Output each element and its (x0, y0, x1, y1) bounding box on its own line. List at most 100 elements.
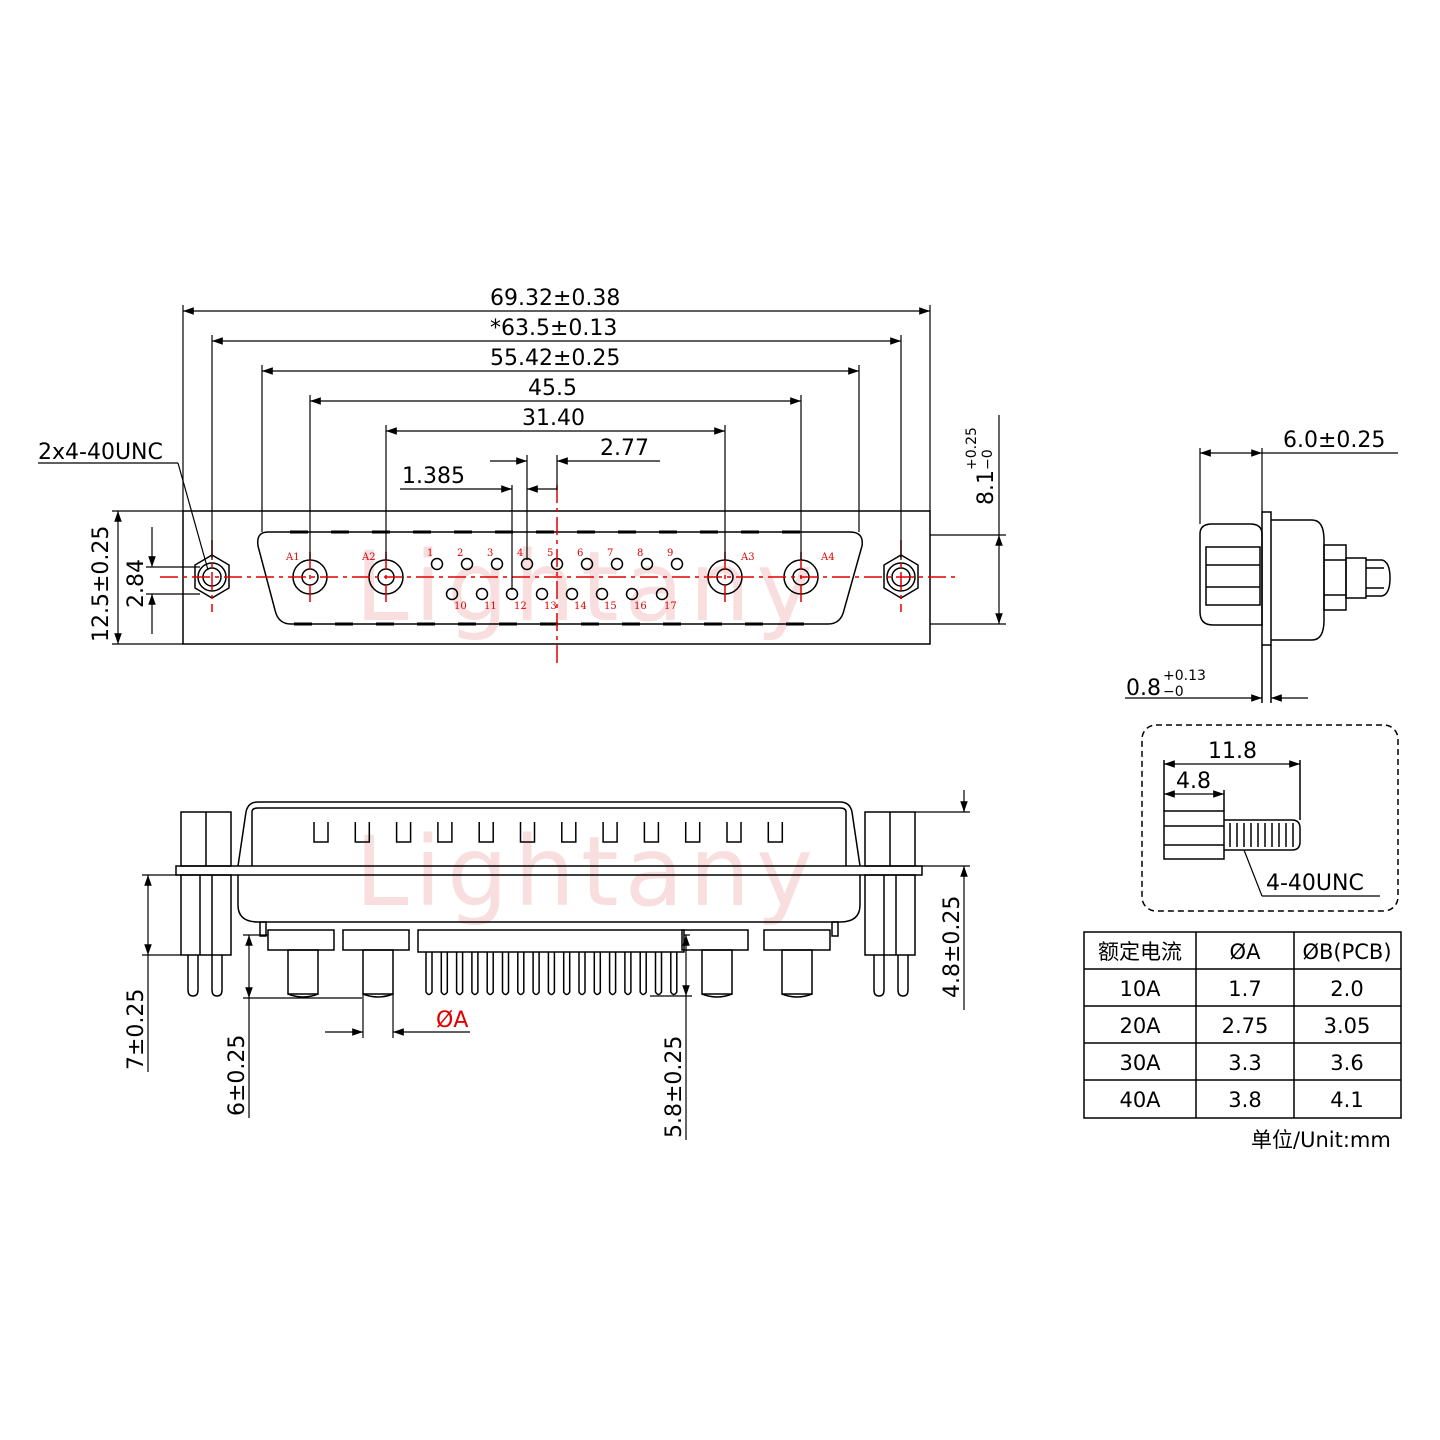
pin-label-4: 4 (517, 548, 523, 559)
dim-screw-thread: 4-40UNC (1266, 871, 1364, 896)
dim-coax-height: 6±0.25 (225, 1035, 250, 1116)
watermark-bottom: Lightany (355, 816, 819, 928)
pin-7 (610, 557, 624, 571)
pin-label-13: 13 (544, 601, 557, 612)
front-pin (532, 952, 540, 996)
front-pin (593, 952, 602, 996)
dim-pin-pitch: 2.77 (600, 436, 649, 461)
pin-9 (670, 557, 684, 571)
front-pin (562, 952, 571, 996)
dim-a2-a3: 31.40 (522, 406, 585, 431)
pin-label-8: 8 (637, 548, 643, 559)
pin-1 (430, 557, 444, 571)
front-pin (578, 952, 586, 996)
front-pin (501, 952, 510, 996)
pin-label-14: 14 (574, 601, 587, 612)
front-slot (395, 822, 412, 843)
table-cell: 30A (1119, 1051, 1161, 1075)
dim-screw-head: 4.8 (1176, 769, 1211, 794)
pin-10 (445, 587, 459, 601)
front-slot (726, 822, 742, 843)
pin-row-1 (430, 557, 684, 571)
front-pin (440, 952, 449, 996)
shell-ticks (290, 530, 804, 626)
dim-depth: 8.1 (974, 470, 999, 505)
table-header: ØA (1230, 940, 1262, 964)
front-slot (354, 822, 371, 843)
pin-label-16: 16 (634, 601, 647, 612)
front-pin (471, 952, 479, 996)
dim-depth-tol-minus: −0 (980, 449, 996, 470)
coax-label-a1: A1 (285, 552, 300, 563)
pin-label-6: 6 (577, 548, 583, 559)
pin-2 (460, 557, 474, 571)
dim-a1-a4: 45.5 (528, 376, 577, 401)
table-cell: 10A (1119, 977, 1161, 1001)
front-slot (519, 822, 536, 843)
front-pin (455, 952, 464, 996)
pin-label-3: 3 (487, 548, 493, 559)
dim-screw-length: 11.8 (1208, 739, 1257, 764)
table-cell: 1.7 (1228, 977, 1261, 1001)
pin-15 (595, 587, 609, 601)
pin-label-2: 2 (457, 548, 463, 559)
front-slot (561, 822, 577, 843)
front-slot (313, 822, 329, 843)
dim-screw-spec: 2x4-40UNC (38, 440, 163, 465)
front-slots (313, 822, 784, 843)
front-pins (425, 952, 678, 996)
pin-14 (565, 587, 579, 601)
center-lines (160, 485, 955, 665)
dim-shell: 55.42±0.25 (490, 346, 620, 371)
watermark-top: Lightany (355, 531, 819, 643)
front-pin (608, 952, 617, 996)
front-pin (670, 952, 678, 996)
front-slot (602, 822, 618, 843)
pin-8 (640, 557, 654, 571)
table-cell: 3.6 (1330, 1051, 1363, 1075)
table-cell: 3.05 (1324, 1014, 1371, 1038)
dim-flange-tol-plus: +0.13 (1163, 668, 1206, 684)
dim-overall: 69.32±0.38 (490, 286, 620, 311)
front-dimensions (142, 790, 970, 1140)
dim-flange: 0.8 (1126, 676, 1161, 701)
dim-diameter-a: ØA (436, 1008, 468, 1033)
dim-mount-pitch: *63.5±0.13 (490, 316, 617, 341)
top-dimensions (38, 305, 1006, 645)
pin-11 (475, 587, 489, 601)
front-view (175, 801, 923, 998)
table-cell: 40A (1119, 1088, 1161, 1112)
table-header: 额定电流 (1098, 940, 1182, 964)
pin-label-10: 10 (454, 601, 467, 612)
pin-label-1: 1 (427, 548, 433, 559)
dim-depth-tol-plus: +0.25 (964, 427, 980, 470)
table-cell: 3.3 (1228, 1051, 1261, 1075)
dim-side-width: 6.0±0.25 (1283, 428, 1385, 453)
table-cell: 20A (1119, 1014, 1161, 1038)
pin-label-9: 9 (667, 548, 673, 559)
front-pin (486, 952, 494, 996)
unit-label: 单位/Unit:mm (1251, 1128, 1391, 1152)
current-table (1083, 931, 1402, 1119)
side-dimensions (1125, 448, 1398, 702)
front-pin (517, 952, 525, 996)
coax-label-a2: A2 (361, 552, 376, 563)
dim-row-spacing: 2.84 (124, 559, 149, 608)
dim-half-pitch: 1.385 (402, 464, 465, 489)
pin-label-17: 17 (664, 601, 677, 612)
front-pin (624, 952, 632, 996)
table-cell: 3.8 (1228, 1088, 1261, 1112)
front-slot (767, 822, 784, 843)
pin-label-15: 15 (604, 601, 617, 612)
pin-label-12: 12 (514, 601, 527, 612)
dim-height: 12.5±0.25 (89, 526, 114, 642)
front-slot (684, 822, 701, 843)
pin-row-2 (445, 587, 669, 601)
table-cell: 2.75 (1222, 1014, 1269, 1038)
dim-left-height: 7±0.25 (124, 989, 149, 1070)
front-pin (654, 952, 663, 996)
front-pin (639, 952, 647, 996)
screw-detail (1141, 724, 1399, 912)
